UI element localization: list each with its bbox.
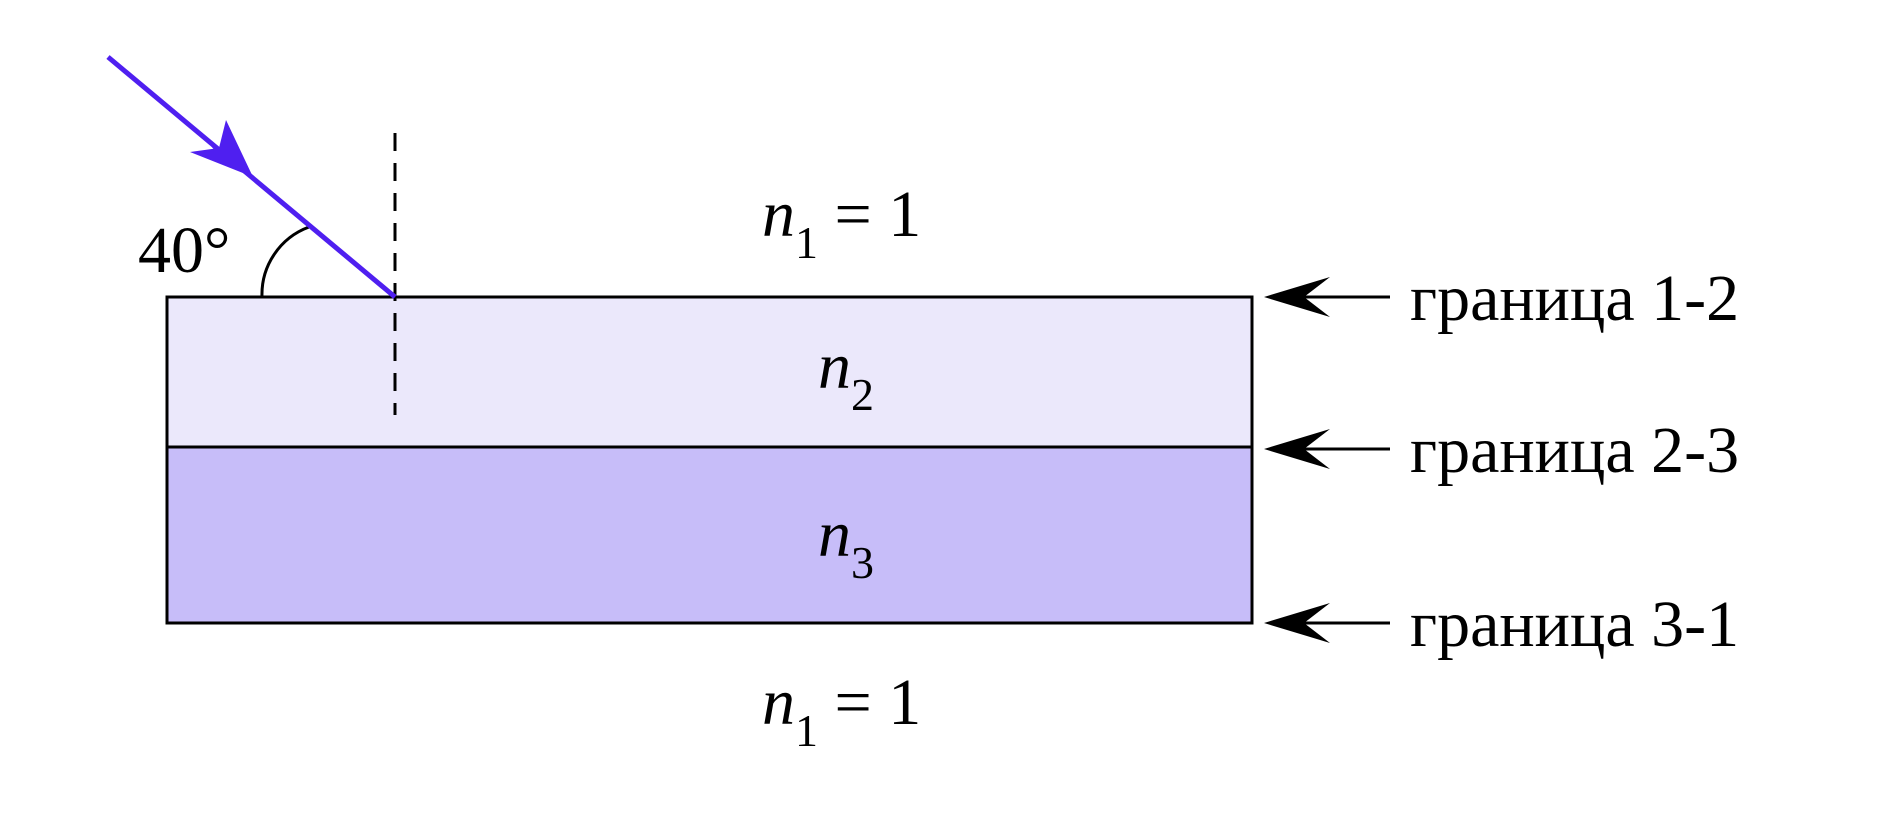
medium-top-relation: = 1 bbox=[818, 178, 921, 251]
layer-n2 bbox=[165, 295, 1254, 449]
layer-n3-label: n3 bbox=[818, 498, 874, 588]
medium-top-label: n1 = 1 bbox=[762, 178, 921, 268]
angle-arc bbox=[260, 225, 310, 298]
boundary-arrow-2-3 bbox=[1264, 429, 1390, 469]
boundary-arrow-3-1 bbox=[1264, 603, 1390, 643]
boundary-label-1-2: граница 1-2 bbox=[1410, 262, 1739, 335]
layer-n3 bbox=[165, 445, 1254, 625]
incident-ray bbox=[106, 55, 397, 299]
boundary-label-2-3: граница 2-3 bbox=[1410, 414, 1739, 487]
medium-bottom-symbol: n bbox=[762, 666, 795, 739]
layer-n3-symbol: n bbox=[818, 498, 851, 571]
layer-n2-symbol: n bbox=[818, 330, 851, 403]
angle-label: 40° bbox=[138, 214, 230, 287]
medium-bottom-index: 1 bbox=[795, 705, 818, 756]
boundary-arrow-1-2 bbox=[1264, 277, 1390, 317]
layer-n3-index: 3 bbox=[851, 537, 874, 588]
ray-arrowhead-main bbox=[190, 120, 253, 177]
medium-top-symbol: n bbox=[762, 178, 795, 251]
layer-n2-index: 2 bbox=[851, 369, 874, 420]
layer-n2-label: n2 bbox=[818, 330, 874, 420]
boundary-label-3-1: граница 3-1 bbox=[1410, 588, 1739, 661]
medium-top-index: 1 bbox=[795, 217, 818, 268]
medium-bottom-label: n1 = 1 bbox=[762, 666, 921, 756]
medium-bottom-relation: = 1 bbox=[818, 666, 921, 739]
